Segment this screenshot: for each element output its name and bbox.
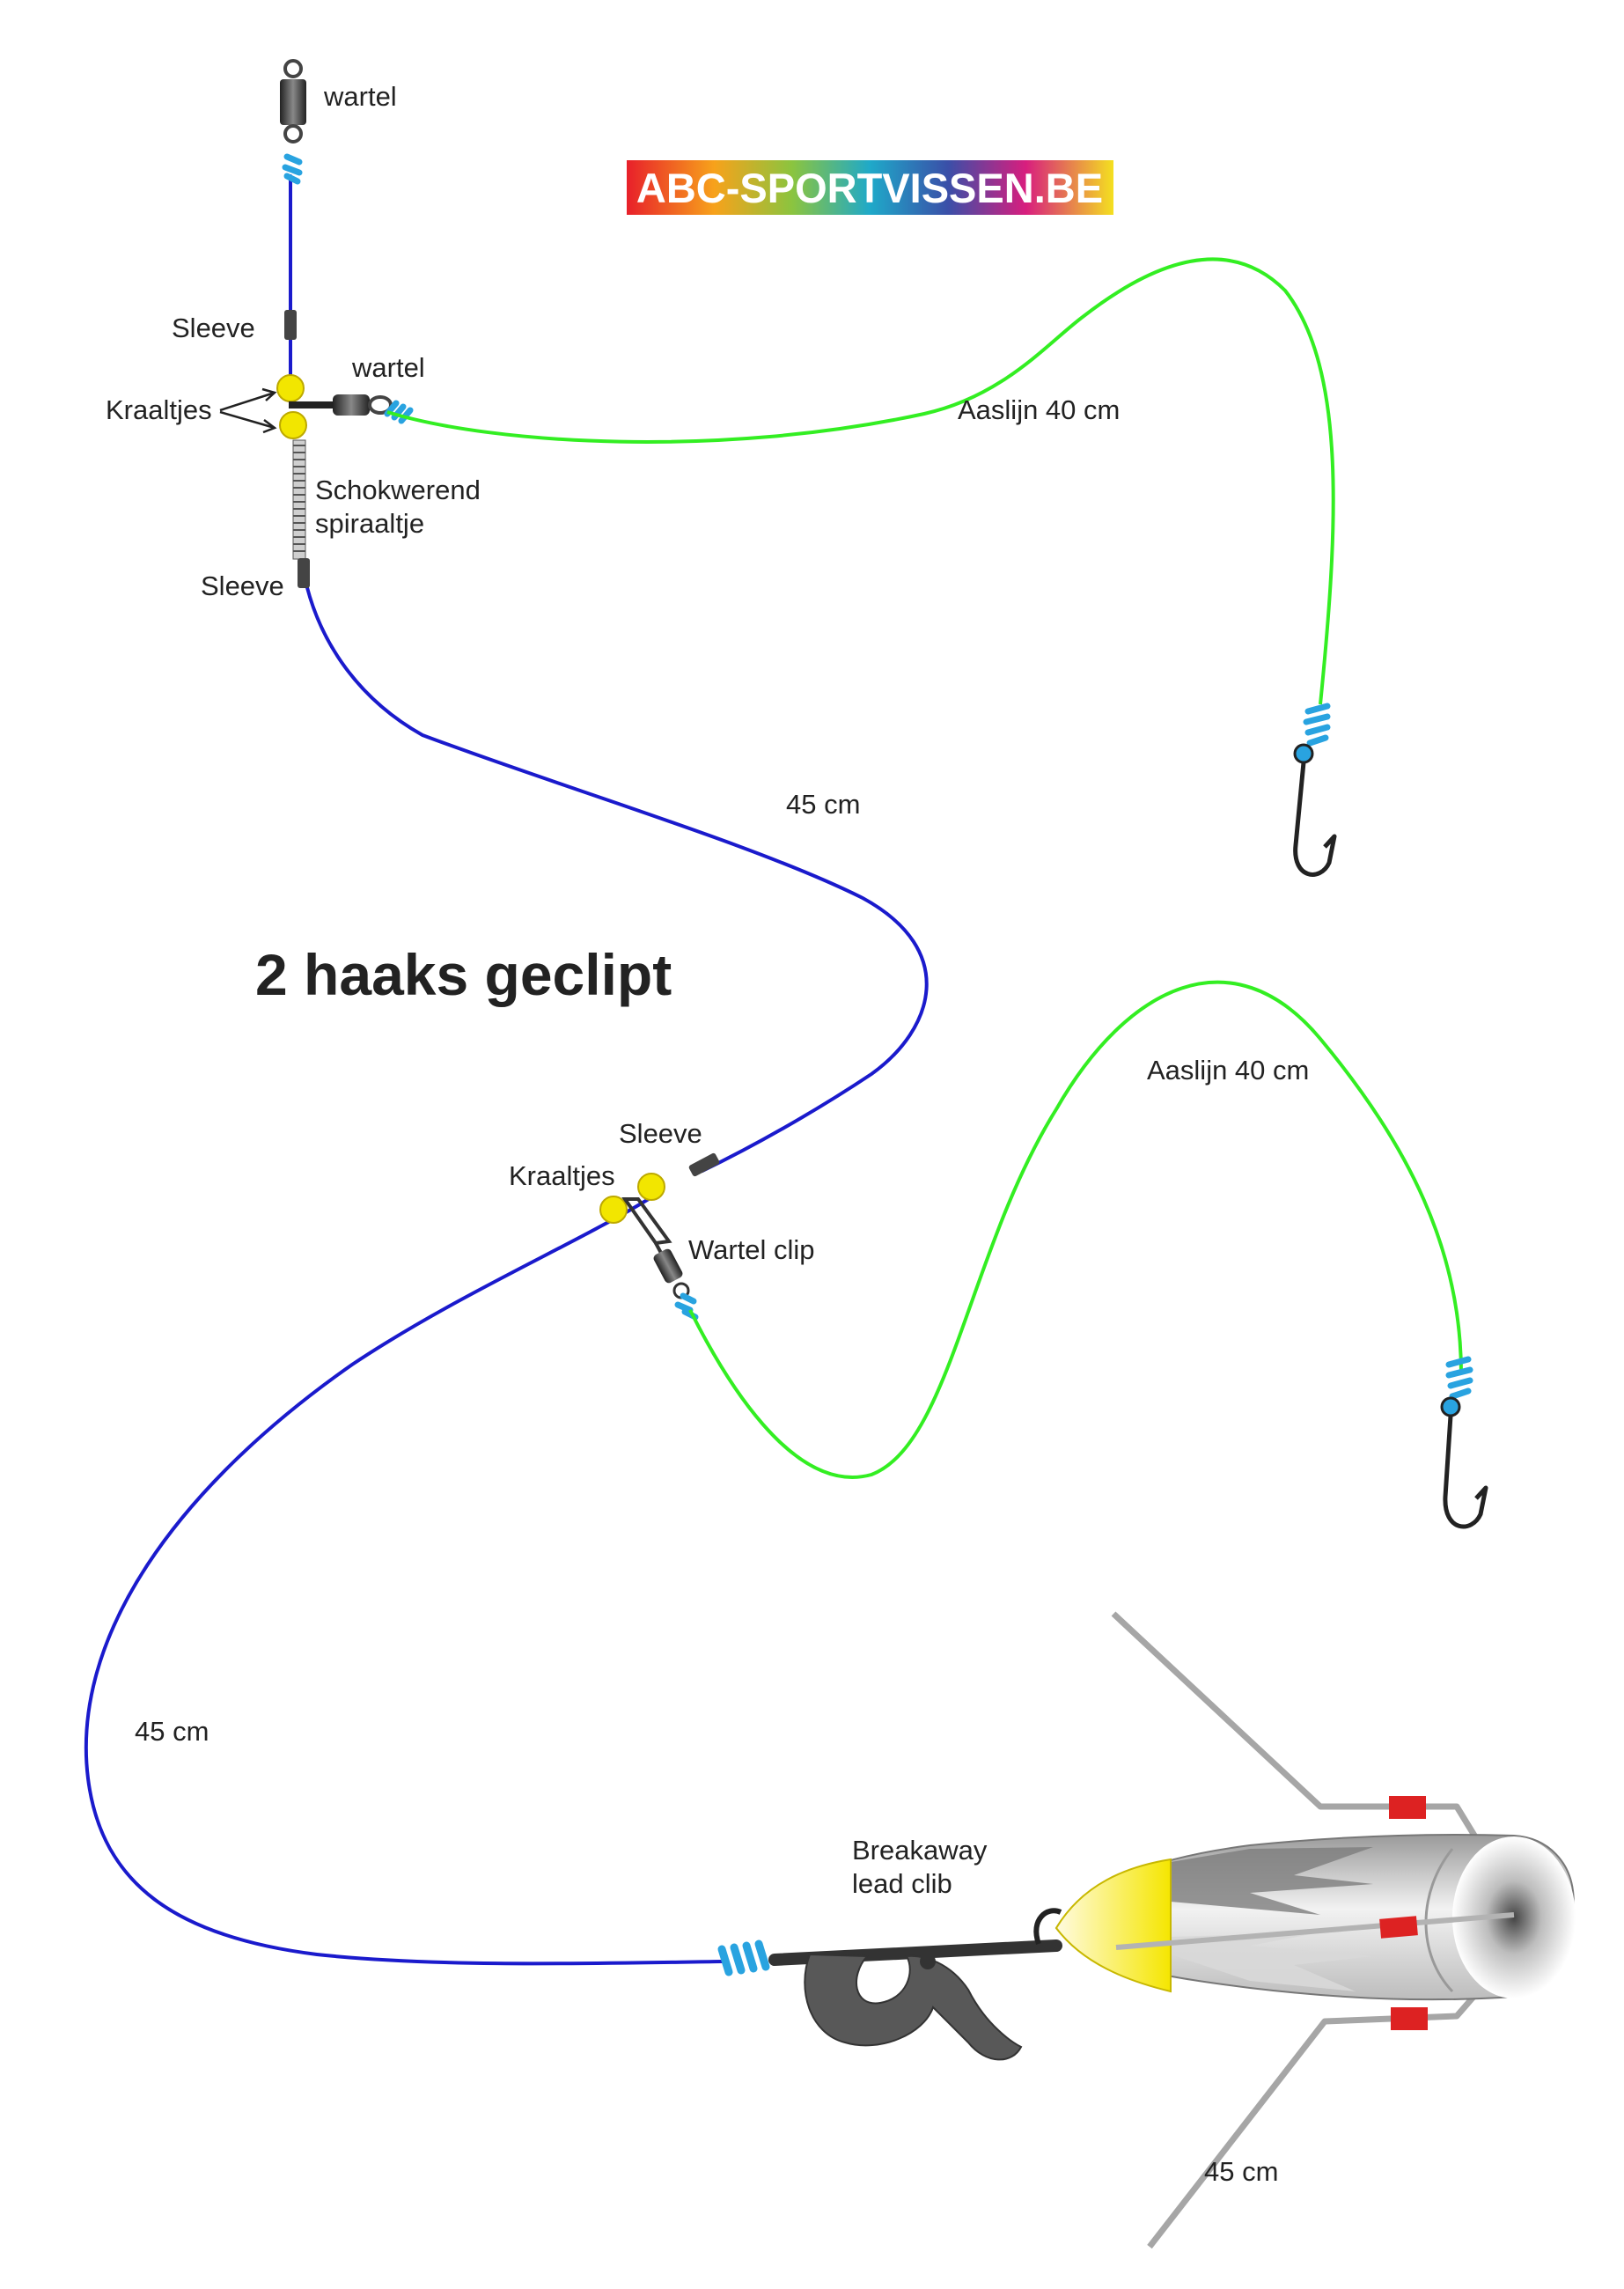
lead-stopper-axial — [1379, 1916, 1418, 1939]
logo-banner: ABC-SPORTVISSEN.BE — [627, 160, 1113, 215]
sleeve-mid — [688, 1152, 720, 1177]
upper-bead-swivel — [276, 374, 414, 439]
lead-fins-lower — [1171, 1932, 1373, 1991]
label-wartel-top: wartel — [323, 81, 397, 112]
logo-text: ABC-SPORTVISSEN.BE — [636, 165, 1103, 211]
arrow-to-bead-2 — [219, 410, 276, 430]
label-aaslijn-lower: Aaslijn 40 cm — [1147, 1055, 1309, 1086]
arrow-head-1 — [261, 387, 277, 401]
bead-upper-2 — [279, 411, 307, 439]
label-schokwerend-1: Schokwerend — [315, 475, 481, 505]
label-45cm-upper: 45 cm — [786, 789, 860, 820]
diagram-title: 2 haaks geclipt — [255, 942, 672, 1007]
hook-upper — [1293, 703, 1337, 877]
swivel-mid-barrel — [333, 394, 370, 416]
clip-boot — [804, 1953, 1023, 2061]
lead-stopper-upper — [1389, 1796, 1426, 1819]
clip-hook-top — [1033, 1908, 1062, 1946]
top-swivel-barrel — [280, 79, 306, 125]
label-aaslijn-upper: Aaslijn 40 cm — [958, 394, 1120, 425]
bead-lower-1 — [637, 1173, 665, 1201]
lead-stopper-lower — [1391, 2007, 1428, 2030]
hook-upper-knot — [1303, 703, 1331, 747]
clip-link — [621, 1197, 672, 1246]
label-45cm-lower: 45 cm — [135, 1716, 209, 1747]
top-swivel — [280, 59, 306, 185]
clip-swivel-barrel — [653, 1248, 683, 1284]
clip-knot — [717, 1939, 770, 1976]
hook-lower-eye — [1440, 1396, 1461, 1417]
spring-body — [292, 439, 306, 560]
label-sleeve-lower: Sleeve — [201, 570, 284, 601]
label-kraaltjes-upper: Kraaltjes — [106, 394, 212, 425]
hook-upper-shank — [1293, 762, 1337, 877]
clip-rivet — [920, 1954, 936, 1969]
sleeve-upper — [284, 310, 297, 340]
swivel-mid-arm — [289, 401, 334, 408]
label-45cm-bottom: 45 cm — [1204, 2156, 1278, 2187]
main-line — [84, 174, 929, 1966]
label-breakaway-2: lead clib — [852, 1868, 952, 1899]
label-schokwerend-2: spiraaltje — [315, 508, 424, 539]
snood-lower — [688, 980, 1463, 1479]
lead-fins — [1171, 1847, 1373, 1915]
label-wartel-clip: Wartel clip — [688, 1234, 815, 1265]
kraaltjes-upper-arrows — [219, 387, 277, 434]
lead-yellow-tip — [1054, 1858, 1172, 1993]
lead-wire-upper — [1111, 1611, 1481, 1844]
lead-wire-lower — [1147, 1973, 1495, 2249]
spring-coils — [293, 445, 305, 552]
hook-upper-eye — [1293, 743, 1314, 764]
top-swivel-lower-ring — [283, 124, 303, 144]
label-breakaway-1: Breakaway — [852, 1835, 988, 1866]
shock-spring — [292, 439, 306, 560]
lead-axial-wire — [1115, 1912, 1515, 1950]
label-wartel-mid: wartel — [351, 352, 425, 383]
main-line-upper-length — [303, 575, 929, 1173]
label-kraaltjes-lower: Kraaltjes — [509, 1160, 615, 1191]
hook-lower — [1440, 1356, 1488, 1529]
top-swivel-ring — [283, 59, 303, 78]
hook-lower-shank — [1443, 1415, 1488, 1529]
bead-lower-2 — [599, 1196, 628, 1224]
hook-lower-knot — [1445, 1356, 1473, 1400]
label-sleeve-mid: Sleeve — [619, 1118, 702, 1149]
sleeve-lower — [298, 558, 310, 588]
label-sleeve-upper: Sleeve — [172, 313, 255, 343]
top-knot — [282, 153, 303, 185]
arrow-head-2 — [262, 419, 277, 434]
snood-upper — [386, 257, 1335, 705]
bead-upper-1 — [276, 374, 305, 402]
main-line-lower-length — [84, 1196, 724, 1966]
arrow-to-bead-1 — [219, 391, 276, 412]
breakaway-lead — [1054, 1611, 1576, 2249]
lower-bead-clip — [599, 1173, 699, 1321]
breakaway-clip — [717, 1908, 1062, 2061]
logo-background — [627, 160, 1113, 215]
